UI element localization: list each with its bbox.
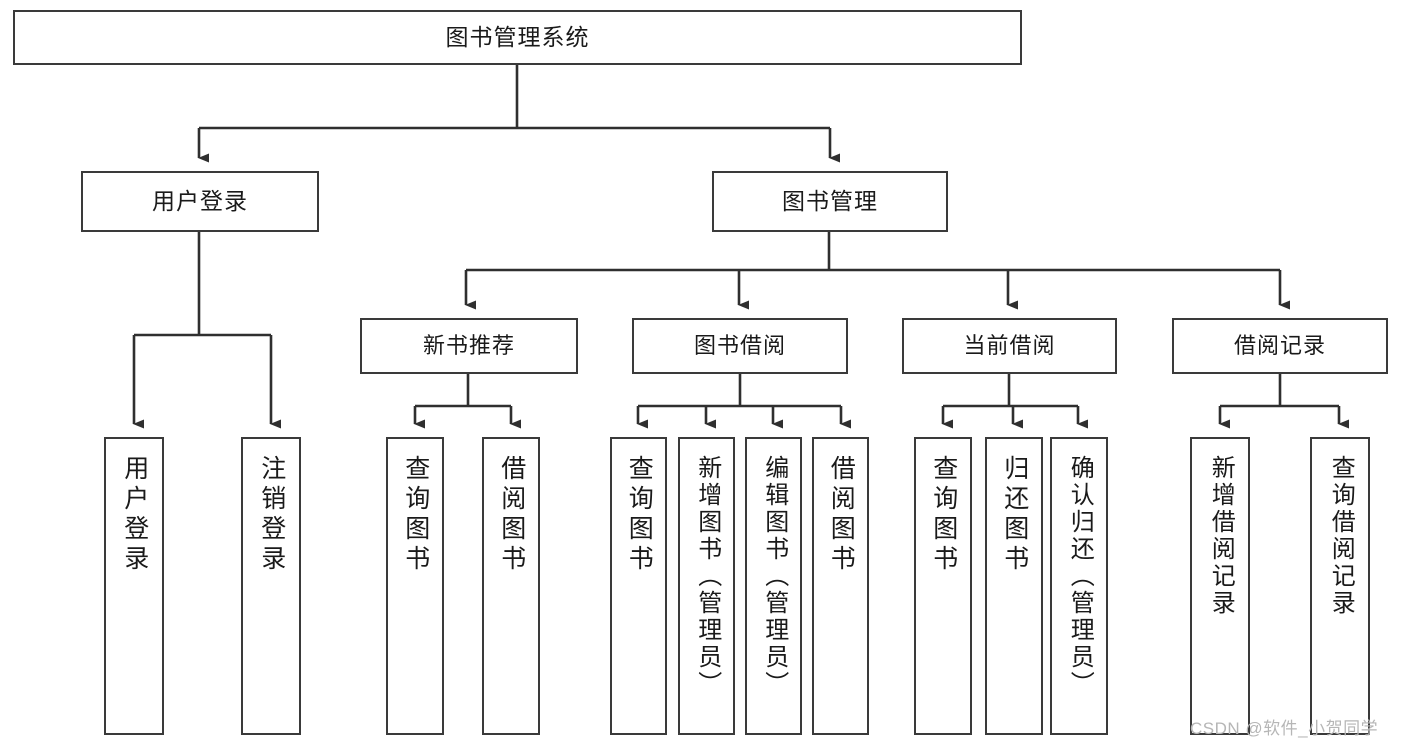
node-label: 图书借阅 xyxy=(693,333,786,359)
node-label: 借阅图书 xyxy=(827,455,856,575)
node-book-management-system[interactable]: 图书管理系统 xyxy=(13,10,1022,65)
node-label: 编辑图书（管理员） xyxy=(760,455,788,698)
node-label: 注销登录 xyxy=(257,455,286,575)
node-label: 确认归还（管理员） xyxy=(1066,455,1094,698)
leaf-edit-book-admin[interactable]: 编辑图书（管理员） xyxy=(745,437,802,735)
leaf-borrow-books-recommend[interactable]: 借阅图书 xyxy=(482,437,540,735)
node-label: 新书推荐 xyxy=(422,333,515,359)
node-label: 归还图书 xyxy=(1000,455,1029,575)
leaf-query-books-recommend[interactable]: 查询图书 xyxy=(386,437,444,735)
node-book-management[interactable]: 图书管理 xyxy=(712,171,948,232)
node-label: 查询图书 xyxy=(625,455,654,575)
node-label: 图书管理 xyxy=(782,187,878,214)
node-new-book-recommendation[interactable]: 新书推荐 xyxy=(360,318,578,374)
node-borrow-record[interactable]: 借阅记录 xyxy=(1172,318,1388,374)
node-label: 图书管理系统 xyxy=(445,23,590,50)
node-label: 新增图书（管理员） xyxy=(693,455,721,698)
node-label: 借阅记录 xyxy=(1233,333,1326,359)
leaf-add-book-admin[interactable]: 新增图书（管理员） xyxy=(678,437,735,735)
leaf-query-books-current[interactable]: 查询图书 xyxy=(914,437,972,735)
leaf-confirm-return-admin[interactable]: 确认归还（管理员） xyxy=(1050,437,1108,735)
node-current-borrow[interactable]: 当前借阅 xyxy=(902,318,1117,374)
node-label: 借阅图书 xyxy=(497,455,526,575)
node-label: 查询图书 xyxy=(401,455,430,575)
watermark-text: CSDN @软件_小贺同学 xyxy=(1190,719,1379,738)
leaf-borrow-books[interactable]: 借阅图书 xyxy=(812,437,869,735)
leaf-query-books-borrow[interactable]: 查询图书 xyxy=(610,437,667,735)
node-label: 新增借阅记录 xyxy=(1207,455,1235,617)
node-label: 查询图书 xyxy=(929,455,958,575)
node-user-login[interactable]: 用户登录 xyxy=(81,171,319,232)
leaf-logout[interactable]: 注销登录 xyxy=(241,437,301,735)
node-label: 用户登录 xyxy=(120,455,149,575)
leaf-return-books[interactable]: 归还图书 xyxy=(985,437,1043,735)
leaf-query-borrow-record[interactable]: 查询借阅记录 xyxy=(1310,437,1370,735)
node-label: 查询借阅记录 xyxy=(1327,455,1355,617)
leaf-user-login[interactable]: 用户登录 xyxy=(104,437,164,735)
node-label: 当前借阅 xyxy=(963,333,1056,359)
node-label: 用户登录 xyxy=(152,187,248,214)
node-book-borrow[interactable]: 图书借阅 xyxy=(632,318,848,374)
leaf-add-borrow-record[interactable]: 新增借阅记录 xyxy=(1190,437,1250,735)
